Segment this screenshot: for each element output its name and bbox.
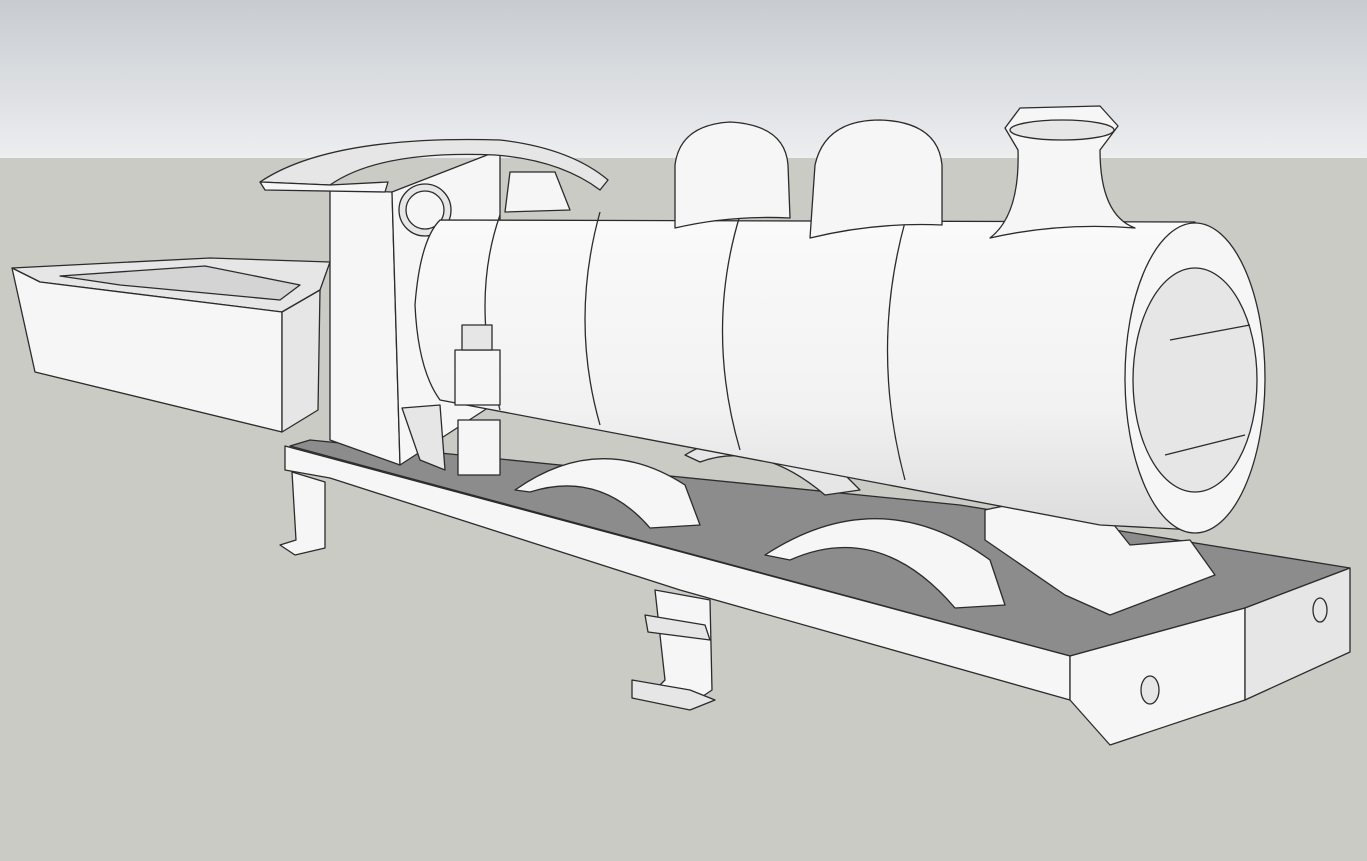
chimney	[989, 105, 1136, 239]
tender	[11, 257, 331, 433]
pump	[454, 324, 501, 476]
smokebox-door	[1132, 267, 1258, 493]
boiler	[414, 211, 1266, 534]
sky	[0, 0, 1367, 158]
domes	[504, 105, 1136, 239]
